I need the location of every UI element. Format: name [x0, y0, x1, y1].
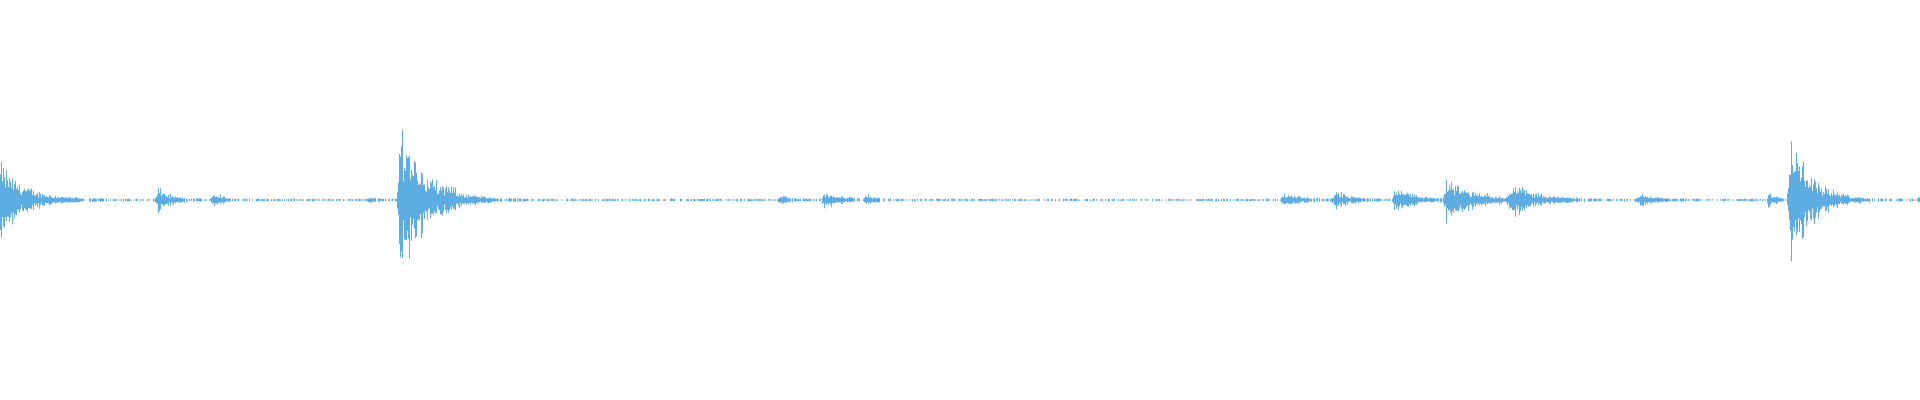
waveform-path [0, 130, 1920, 262]
waveform-samples [0, 130, 1920, 262]
